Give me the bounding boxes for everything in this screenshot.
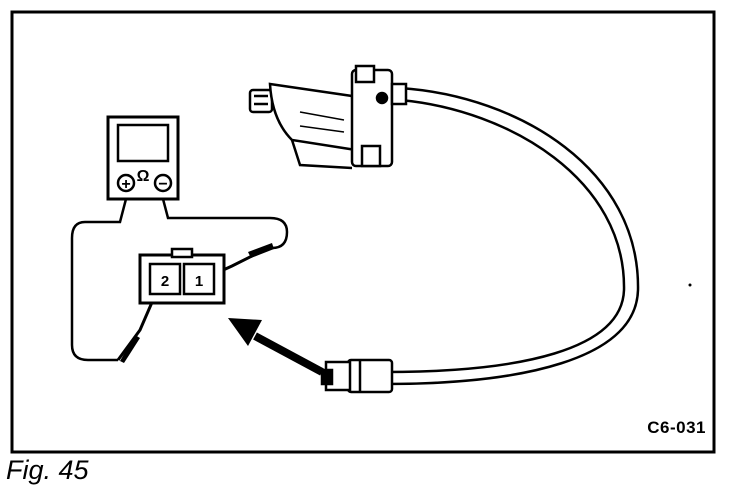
terminal-1-cell — [182, 262, 216, 296]
figure-caption: Fig. 45 — [6, 455, 89, 485]
negative-terminal — [153, 173, 173, 193]
terminal-1-label: 1 — [195, 273, 203, 290]
positive-terminal — [116, 173, 136, 193]
terminal-2-label: 2 — [161, 273, 169, 290]
harness-plug — [320, 358, 394, 394]
terminal-2-cell — [148, 262, 182, 296]
positive-symbol: + — [121, 176, 130, 193]
ohm-symbol: Ω — [137, 168, 150, 185]
sensor-body — [248, 64, 408, 170]
test-leads — [70, 198, 289, 362]
negative-symbol: − — [158, 176, 167, 193]
reference-code: C6-031 — [647, 418, 706, 437]
ohmmeter: Ω + − — [106, 115, 180, 201]
pointer-arrow — [228, 318, 324, 376]
sensor-cable — [384, 86, 640, 386]
connector-face: 2 1 — [138, 247, 226, 305]
figure-border — [10, 10, 716, 454]
meter-display — [116, 123, 170, 163]
speck — [688, 283, 692, 287]
